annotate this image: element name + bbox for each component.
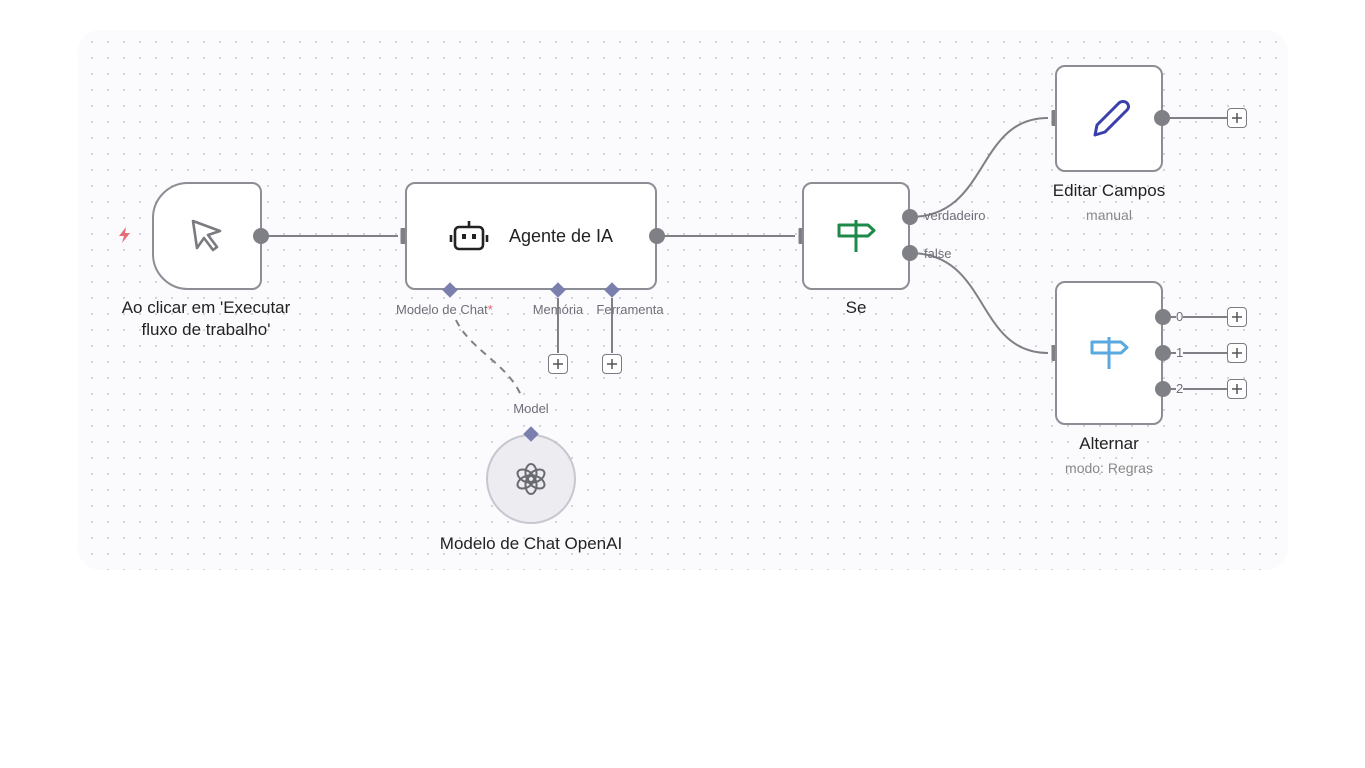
agent-output-port[interactable] (649, 228, 665, 244)
plus-icon (1232, 312, 1242, 322)
signpost-icon (837, 220, 876, 252)
switch-node[interactable] (1055, 281, 1163, 425)
switch-add-button-0[interactable] (1227, 307, 1247, 327)
openai-logo-icon (516, 463, 546, 495)
switch-output-port-0[interactable] (1155, 309, 1171, 325)
edit-fields-title: Editar Campos (1052, 181, 1166, 200)
switch-output-port-2[interactable] (1155, 381, 1171, 397)
openai-port-label: Model (513, 401, 549, 416)
switch-output-label-1: 1 (1176, 345, 1184, 360)
chat-model-port-label: Modelo de Chat* (396, 302, 493, 317)
connection-if-false-switch (909, 252, 1049, 354)
agent-node-title: Agente de IA (508, 225, 614, 246)
switch-add-button-1[interactable] (1227, 343, 1247, 363)
edit-fields-output-port[interactable] (1154, 110, 1170, 126)
agent-node[interactable]: Agente de IA (405, 182, 657, 290)
openai-model-title: Modelo de Chat OpenAI (439, 534, 623, 553)
add-memory-button[interactable] (548, 354, 568, 374)
agent-input-port[interactable] (400, 228, 408, 244)
if-true-output-port[interactable] (902, 209, 918, 225)
plus-icon (553, 359, 563, 369)
memory-port-label: Memória (532, 302, 584, 317)
cursor-icon (191, 219, 222, 252)
edit-fields-subtitle: manual (1086, 207, 1132, 223)
bolt-icon (119, 227, 130, 243)
switch-output-port-1[interactable] (1155, 345, 1171, 361)
connection-model-openai (455, 319, 523, 399)
connection-if-true-edit (909, 117, 1049, 218)
robot-icon (449, 221, 489, 251)
trigger-output-port[interactable] (253, 228, 269, 244)
switch-node-title: Alternar (1079, 434, 1139, 453)
trigger-node[interactable] (152, 182, 262, 290)
if-false-label: false (924, 246, 952, 261)
plus-icon (1232, 113, 1242, 123)
switch-output-label-0: 0 (1176, 309, 1184, 324)
add-tool-button[interactable] (602, 354, 622, 374)
if-true-label: verdadeiro (924, 208, 986, 223)
if-node[interactable] (802, 182, 910, 290)
tool-port-label: Ferramenta (596, 302, 664, 317)
plus-icon (1232, 384, 1242, 394)
pen-icon (1093, 99, 1130, 136)
signpost-icon (1090, 337, 1129, 369)
edit-fields-add-button[interactable] (1227, 108, 1247, 128)
switch-add-button-2[interactable] (1227, 379, 1247, 399)
switch-node-subtitle: modo: Regras (1065, 460, 1153, 476)
plus-icon (607, 359, 617, 369)
openai-model-node[interactable] (486, 434, 576, 524)
if-false-output-port[interactable] (902, 245, 918, 261)
switch-output-label-2: 2 (1176, 381, 1184, 396)
plus-icon (1232, 348, 1242, 358)
if-node-title: Se (845, 298, 867, 317)
edit-fields-node[interactable] (1055, 65, 1163, 172)
